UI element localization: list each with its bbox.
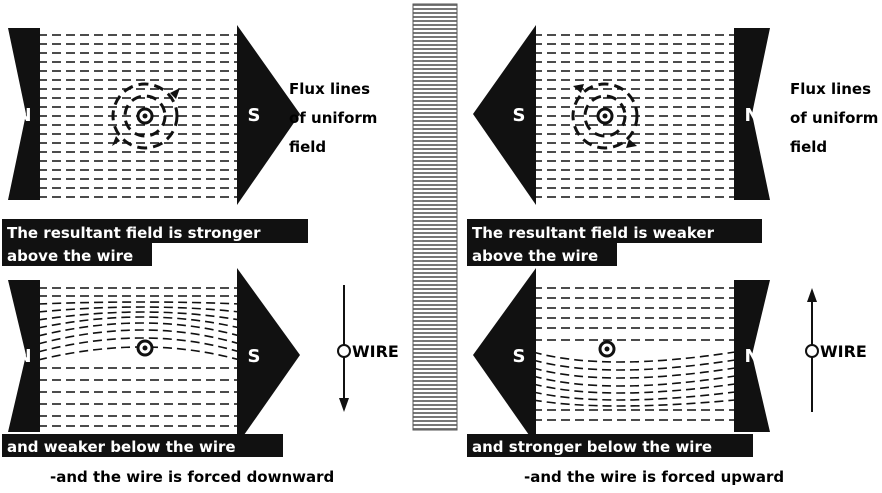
- note-text: -and the wire is forced upward: [524, 468, 784, 486]
- pole-label-n: N: [744, 105, 759, 126]
- center-divider: [413, 4, 457, 430]
- wire-dot-icon: [143, 114, 148, 119]
- flux-lines-bottom-right: [533, 288, 735, 420]
- pole-label-s: S: [513, 105, 526, 126]
- arrow-icon: [573, 84, 584, 93]
- caption-line2: above the wire: [7, 247, 133, 265]
- panel-bottom-right: S N WIRE: [473, 268, 867, 445]
- pole-label-n: N: [16, 105, 31, 126]
- flux-label-line1: Flux lines: [289, 80, 370, 98]
- flux-label-line1: Flux lines: [790, 80, 871, 98]
- caption-text: and stronger below the wire: [472, 438, 712, 456]
- panel-top-left: N S Flux lines of uniform field: [8, 25, 377, 205]
- arrow-head-down-icon: [339, 398, 349, 412]
- caption-line1: The resultant field is weaker: [472, 224, 715, 242]
- pole-label-s: S: [513, 346, 526, 367]
- wire-symbol-icon: [338, 345, 350, 357]
- wire-label: WIRE: [352, 342, 399, 361]
- caption-text: and weaker below the wire: [7, 438, 236, 456]
- arrow-icon: [112, 136, 120, 146]
- flux-label-line3: field: [289, 138, 326, 156]
- flux-lines-bottom-left: [38, 288, 240, 426]
- caption-line2: above the wire: [472, 247, 598, 265]
- panel-bottom-left: N S WIRE: [8, 268, 399, 445]
- pole-label-s: S: [248, 105, 261, 126]
- flux-label-line2: of uniform: [289, 109, 377, 127]
- flux-lines-top-right: [533, 35, 735, 197]
- pole-label-n: N: [744, 346, 759, 367]
- magnet-pole-s-bottom-left: [237, 268, 300, 445]
- magnet-pole-s-top-right: [473, 25, 536, 205]
- flux-label-line2: of uniform: [790, 109, 878, 127]
- note-text: -and the wire is forced downward: [50, 468, 334, 486]
- wire-dot-icon: [143, 346, 148, 351]
- pole-label-n: N: [16, 346, 31, 367]
- wire-dot-icon: [605, 347, 610, 352]
- arrow-head-up-icon: [807, 288, 817, 302]
- magnet-pole-s-bottom-right: [473, 268, 536, 445]
- panel-top-right: S N Flux lines of uniform field: [473, 25, 878, 205]
- wire-label: WIRE: [820, 342, 867, 361]
- wire-symbol-icon: [806, 345, 818, 357]
- caption-line1: The resultant field is stronger: [7, 224, 261, 242]
- wire-dot-icon: [603, 114, 608, 119]
- pole-label-s: S: [248, 346, 261, 367]
- flux-label-line3: field: [790, 138, 827, 156]
